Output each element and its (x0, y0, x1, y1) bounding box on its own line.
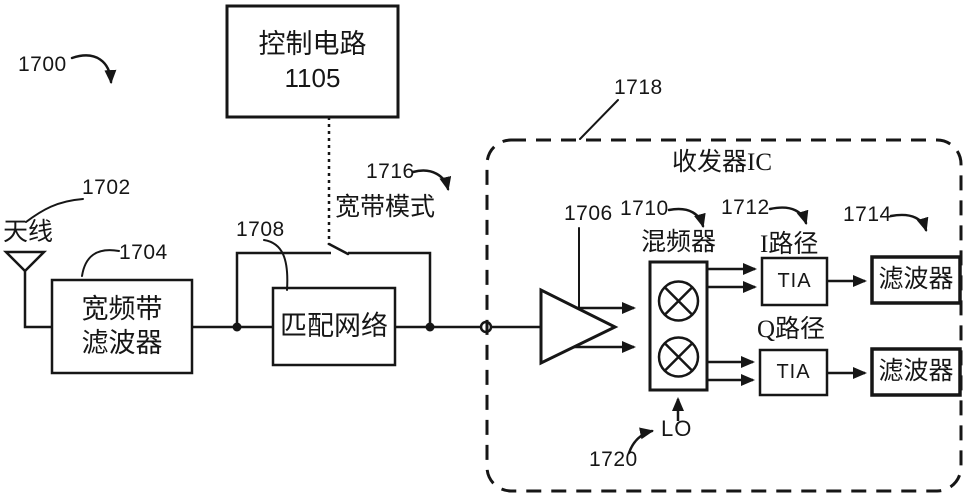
wideband-filter-line2: 滤波器 (81, 327, 163, 358)
control-circuit-box (225, 4, 400, 245)
tia-q-box (758, 348, 829, 397)
bypass-switch (235, 242, 432, 327)
wideband-filter-box (50, 278, 194, 375)
antenna-label: 天线 (3, 219, 54, 246)
ref-label-1716: 1716 (366, 160, 415, 183)
ref-label-1712: 1712 (721, 196, 770, 219)
tia-q-label: TIA (776, 361, 811, 383)
leader-lines (25, 99, 619, 310)
ref-label-1710: 1710 (620, 197, 669, 220)
reference-arrows (70, 54, 929, 455)
filter-q-label: 滤波器 (878, 358, 954, 386)
wideband-filter-text: 宽频带 滤波器 (52, 280, 192, 373)
q-path-wires (707, 356, 867, 386)
mixer-label: 混频器 (641, 229, 717, 256)
lo-label: LO (661, 416, 693, 441)
filter-i-text: 滤波器 (872, 257, 960, 303)
ref-label-1708: 1708 (236, 218, 285, 241)
control-circuit-label: 控制电路 (258, 29, 367, 60)
ref-label-1718: 1718 (614, 76, 663, 99)
transceiver-ic-dashed-box (485, 138, 963, 493)
i-path-label: I路径 (760, 231, 819, 258)
amplifier-triangle (539, 287, 636, 366)
ref-label-1720: 1720 (589, 448, 638, 471)
ref-label-1706: 1706 (564, 202, 613, 225)
ref-label-1714: 1714 (843, 203, 892, 226)
i-path-wires (707, 263, 867, 293)
filter-i-label: 滤波器 (878, 266, 954, 294)
tia-i-text: TIA (762, 258, 827, 305)
wideband-mode-label: 宽带模式 (335, 194, 436, 221)
filter-i-box (870, 255, 962, 305)
matching-network-text: 匹配网络 (273, 288, 395, 365)
q-path-label: Q路径 (757, 316, 826, 343)
transceiver-ic-title: 收发器IC (672, 149, 773, 176)
matching-network-label: 匹配网络 (280, 310, 388, 341)
control-circuit-ref: 1105 (284, 63, 341, 94)
antenna-icon (2, 250, 52, 329)
control-circuit-text: 控制电路 1105 (227, 6, 398, 117)
mixer-box (648, 260, 709, 392)
filter-q-text: 滤波器 (872, 349, 960, 395)
tia-q-text: TIA (760, 350, 827, 395)
ref-label-1700: 1700 (18, 53, 67, 76)
wideband-filter-line1: 宽频带 (81, 293, 163, 324)
tia-i-box (760, 256, 829, 307)
ref-label-1702: 1702 (82, 176, 131, 199)
ref-label-1704: 1704 (119, 241, 168, 264)
matching-network-box (271, 286, 397, 367)
tia-i-label: TIA (777, 270, 812, 292)
filter-q-box (870, 347, 962, 397)
